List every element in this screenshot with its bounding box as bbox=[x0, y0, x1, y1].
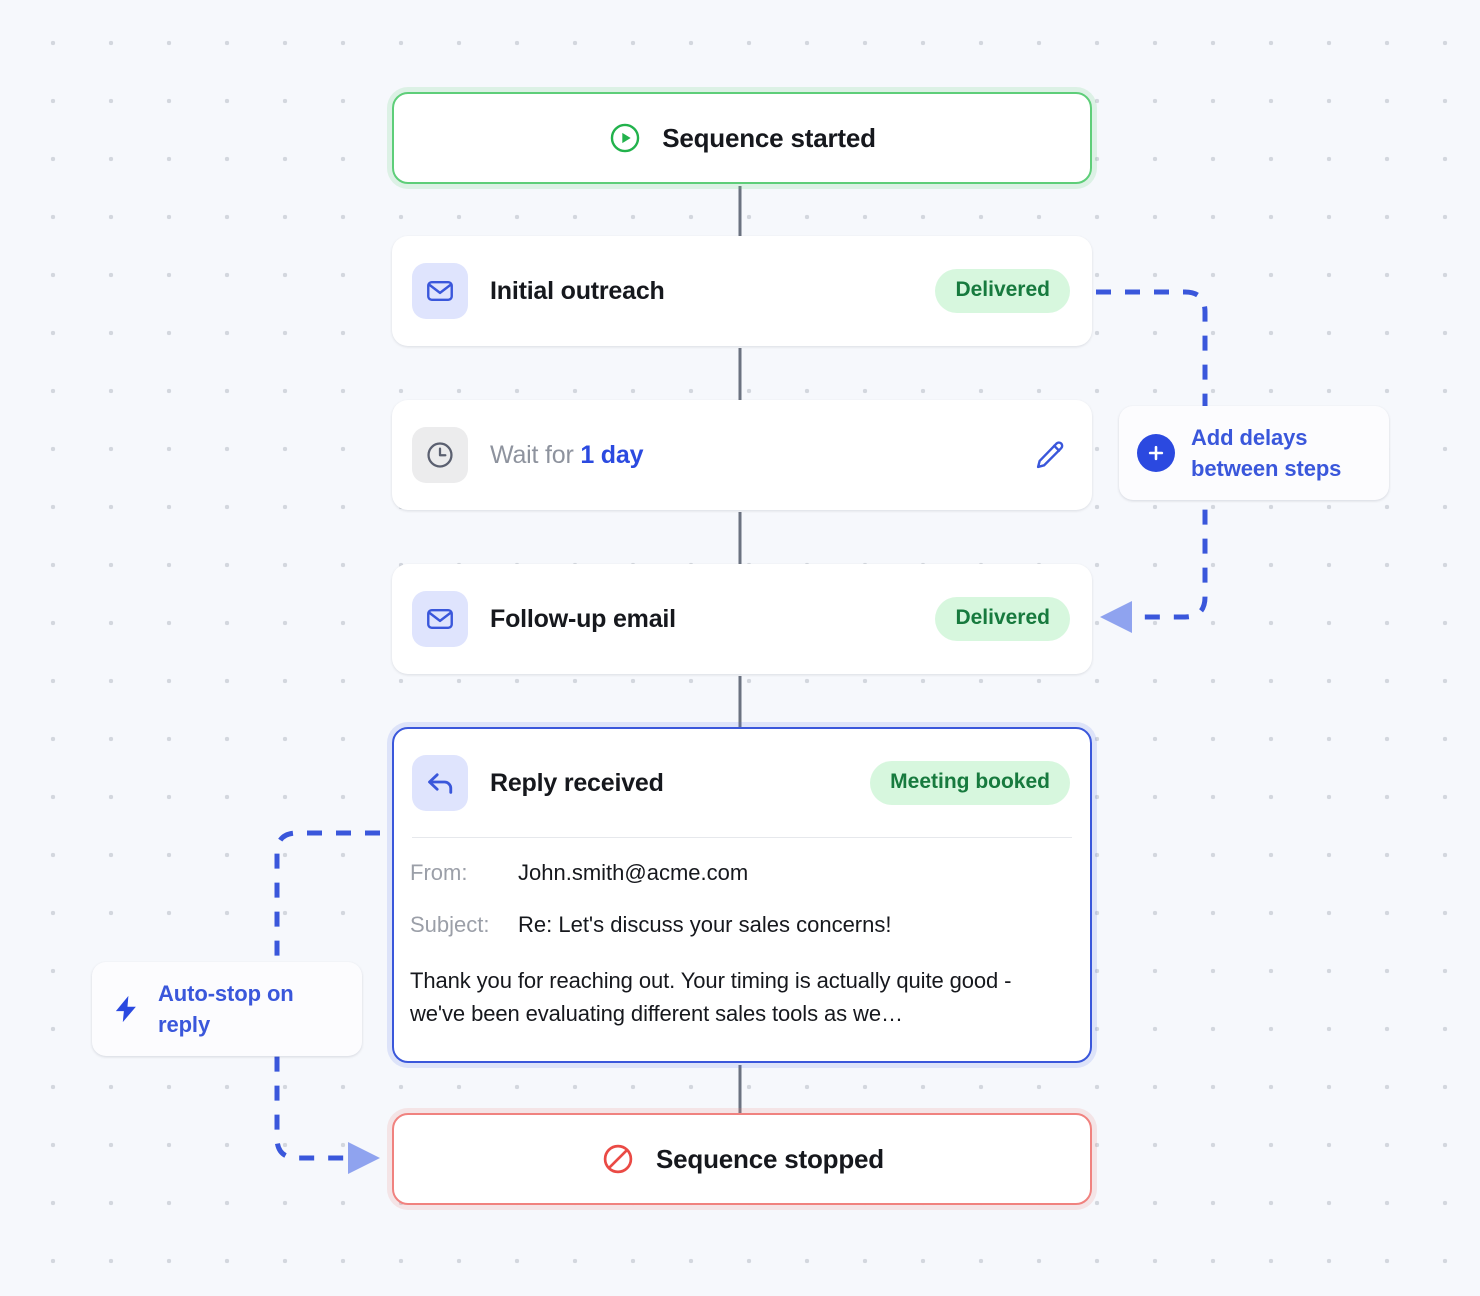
play-circle-icon bbox=[608, 121, 642, 155]
annotation-auto-stop-line1: Auto-stop on bbox=[158, 981, 294, 1006]
annotation-auto-stop-text: Auto-stop on reply bbox=[158, 978, 294, 1040]
reply-field-subject: Subject: Re: Let's discuss your sales co… bbox=[410, 912, 1072, 938]
no-entry-icon bbox=[600, 1141, 636, 1177]
reply-divider bbox=[412, 837, 1072, 838]
node-wait-delay[interactable]: Wait for 1 day bbox=[392, 400, 1092, 510]
reply-received-header: Reply received Meeting booked bbox=[394, 729, 1090, 837]
reply-field-from-label: From: bbox=[410, 860, 468, 885]
node-sequence-started[interactable]: Sequence started bbox=[392, 92, 1092, 184]
reply-received-body: From: John.smith@acme.com Subject: Re: L… bbox=[394, 838, 1090, 1030]
reply-field-from: From: John.smith@acme.com bbox=[410, 860, 1072, 886]
annotation-add-delays-text: Add delays between steps bbox=[1191, 422, 1341, 484]
node-sequence-stopped[interactable]: Sequence stopped bbox=[392, 1113, 1092, 1205]
clock-icon bbox=[412, 427, 468, 483]
lightning-bolt-icon bbox=[110, 993, 142, 1025]
reply-message-preview: Thank you for reaching out. Your timing … bbox=[410, 968, 1012, 1026]
annotation-auto-stop[interactable]: Auto-stop on reply bbox=[92, 962, 362, 1056]
node-follow-up-email-title: Follow-up email bbox=[490, 604, 676, 633]
node-initial-outreach-title: Initial outreach bbox=[490, 276, 665, 305]
node-wait-delay-title: Wait for 1 day bbox=[490, 441, 1008, 470]
node-sequence-started-label: Sequence started bbox=[662, 122, 876, 153]
node-sequence-stopped-label: Sequence stopped bbox=[656, 1143, 884, 1174]
node-reply-received[interactable]: Reply received Meeting booked From: John… bbox=[392, 727, 1092, 1063]
envelope-icon bbox=[412, 263, 468, 319]
status-badge-delivered-followup: Delivered bbox=[935, 597, 1070, 641]
annotation-add-delays[interactable]: Add delays between steps bbox=[1119, 406, 1389, 500]
plus-circle-icon bbox=[1137, 434, 1175, 472]
reply-field-subject-value: Re: Let's discuss your sales concerns! bbox=[518, 912, 892, 937]
status-badge-delivered-initial: Delivered bbox=[935, 269, 1070, 313]
node-reply-received-title: Reply received bbox=[490, 768, 664, 797]
node-follow-up-email[interactable]: Follow-up email Delivered bbox=[392, 564, 1092, 674]
status-badge-meeting-booked: Meeting booked bbox=[870, 761, 1070, 805]
reply-arrow-icon bbox=[412, 755, 468, 811]
reply-field-subject-label: Subject: bbox=[410, 912, 490, 937]
annotation-add-delays-line1: Add delays bbox=[1191, 425, 1308, 450]
pencil-edit-icon[interactable] bbox=[1030, 435, 1070, 475]
wait-duration-value: 1 day bbox=[580, 440, 644, 469]
envelope-icon bbox=[412, 591, 468, 647]
wait-prefix-text: Wait for bbox=[490, 440, 581, 469]
node-initial-outreach[interactable]: Initial outreach Delivered bbox=[392, 236, 1092, 346]
annotation-add-delays-line2: between steps bbox=[1191, 456, 1342, 481]
annotation-auto-stop-line2: reply bbox=[158, 1012, 211, 1037]
reply-field-from-value: John.smith@acme.com bbox=[518, 860, 749, 885]
